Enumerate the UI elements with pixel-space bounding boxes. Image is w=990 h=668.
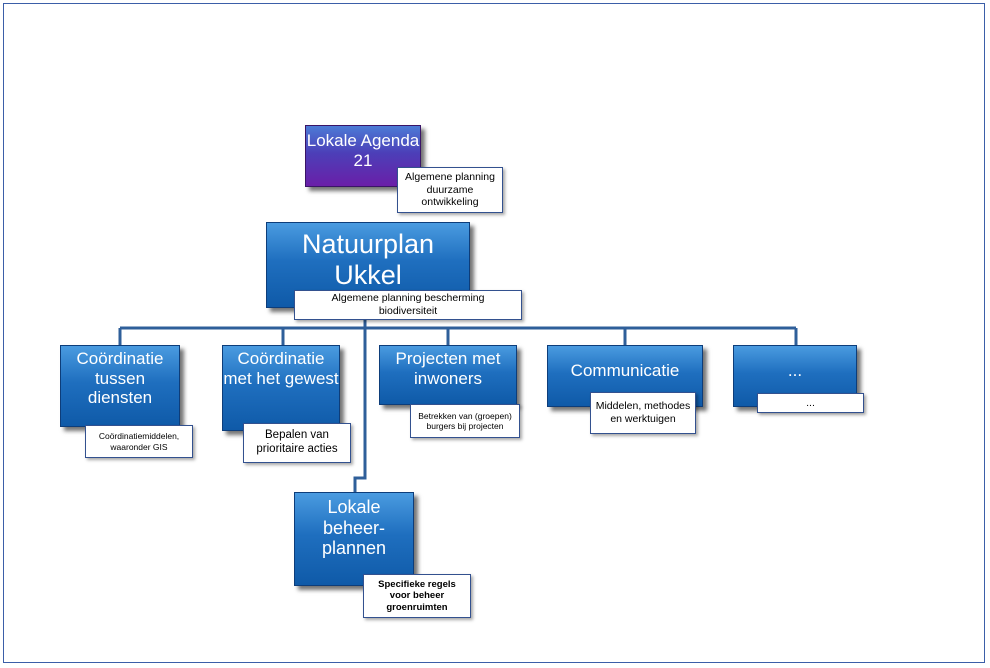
lokale-agenda-21-box: Lokale Agenda 21 [305,125,421,187]
connector-sub [353,328,367,492]
projecten-met-inwoners-note: Betrekken van (groepen) burgers bij proj… [410,404,520,438]
projecten-met-inwoners-box: Projecten met inwoners [379,345,517,405]
coordinatie-met-het-gewest-box: Coördinatie met het gewest [222,345,340,431]
coordinatie-met-het-gewest-title: Coördinatie met het gewest [223,349,339,388]
natuurplan-ukkel-title: Natuurplan Ukkel [301,229,435,291]
lokale-beheerplannen-box: Lokale beheer-plannen [294,492,414,586]
lokale-beheerplannen-title: Lokale beheer-plannen [321,497,387,559]
lokale-agenda-21-note: Algemene planning duurzame ontwikkeling [397,167,503,213]
coordinatie-tussen-diensten-note: Coördinatiemiddelen, waaronder GIS [85,425,193,458]
projecten-met-inwoners-title: Projecten met inwoners [395,349,501,388]
diagram-frame [3,3,985,663]
natuurplan-ukkel-note: Algemene planning bescherming biodiversi… [294,290,522,320]
more-items-title: ... [787,361,803,380]
lokale-beheerplannen-note: Specifieke regels voor beheer groenruimt… [363,574,471,618]
communicatie-note: Middelen, methodes en werktuigen [590,392,696,434]
coordinatie-tussen-diensten-title: Coördinatie tussen diensten [76,349,164,408]
coordinatie-tussen-diensten-box: Coördinatie tussen diensten [60,345,180,427]
coordinatie-met-het-gewest-note: Bepalen van prioritaire acties [243,423,351,463]
communicatie-title: Communicatie [570,361,680,380]
more-items-note: ... [757,393,864,413]
lokale-agenda-21-title: Lokale Agenda 21 [306,131,420,170]
